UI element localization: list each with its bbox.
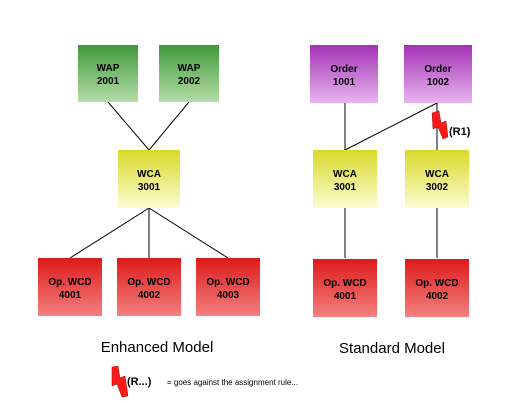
lightning-bolt-icon [111, 365, 129, 398]
wcd-box-type: Op. WCD [415, 278, 458, 289]
standard-connectors [344, 102, 438, 258]
wca-box-type: WCA [333, 169, 357, 180]
wcd-box-type: Op. WCD [206, 277, 249, 288]
lightning-bolt-icon [431, 110, 449, 140]
wca-box-id: 3001 [138, 182, 161, 193]
wcd-box-4001-standard: Op. WCD 4001 [313, 259, 377, 317]
wcd-box-4001-enhanced: Op. WCD 4001 [38, 258, 102, 316]
wcd-box-id: 4002 [426, 291, 449, 302]
rule-violation-marker: (R1) [431, 110, 471, 140]
connector-wap2001-wca3001 [107, 101, 150, 151]
wcd-box-4002-standard: Op. WCD 4002 [405, 259, 469, 317]
connector-wap2002-wca3001 [148, 101, 190, 151]
order-box-type: Order [330, 64, 357, 75]
wca-box-3002-standard: WCA 3002 [405, 150, 469, 208]
wap-box-type: WAP [178, 63, 201, 74]
wap-box-2001: WAP 2001 [78, 45, 138, 102]
order-box-id: 1002 [427, 77, 450, 88]
wca-box-3001-standard: WCA 3001 [313, 150, 377, 208]
wap-box-2002: WAP 2002 [159, 45, 219, 102]
order-box-id: 1001 [333, 77, 356, 88]
wcd-box-4003-enhanced: Op. WCD 4003 [196, 258, 260, 316]
legend-description: = goes against the assignment rule... [167, 378, 298, 387]
wca-box-id: 3002 [426, 182, 449, 193]
wcd-box-id: 4001 [334, 291, 357, 302]
wcd-box-id: 4003 [217, 290, 240, 301]
wcd-box-type: Op. WCD [48, 277, 91, 288]
wap-box-id: 2001 [97, 76, 120, 87]
wcd-box-id: 4001 [59, 290, 82, 301]
wap-box-id: 2002 [178, 76, 201, 87]
rule-marker-label: (R1) [449, 126, 471, 138]
wcd-box-id: 4002 [138, 290, 161, 301]
order-box-type: Order [424, 64, 451, 75]
standard-model-caption: Standard Model [339, 340, 445, 357]
wcd-box-type: Op. WCD [323, 278, 366, 289]
wca-box-type: WCA [137, 169, 161, 180]
order-box-1002: Order 1002 [404, 45, 472, 103]
enhanced-connectors [69, 101, 229, 259]
wca-box-type: WCA [425, 169, 449, 180]
legend-symbol-label: (R...) [127, 376, 152, 388]
wca-box-3001-enhanced: WCA 3001 [118, 150, 180, 208]
wcd-box-4002-enhanced: Op. WCD 4002 [117, 258, 181, 316]
connector-wca3001-wcd4003 [148, 207, 229, 259]
enhanced-model-caption: Enhanced Model [101, 339, 214, 356]
wcd-box-type: Op. WCD [127, 277, 170, 288]
order-box-1001: Order 1001 [310, 45, 378, 103]
wap-box-type: WAP [97, 63, 120, 74]
connector-order1002-wca3001 [344, 102, 438, 151]
connector-wca3001-wcd4001 [69, 207, 150, 259]
legend: (R...) = goes against the assignment rul… [111, 365, 298, 398]
wca-box-id: 3001 [334, 182, 357, 193]
